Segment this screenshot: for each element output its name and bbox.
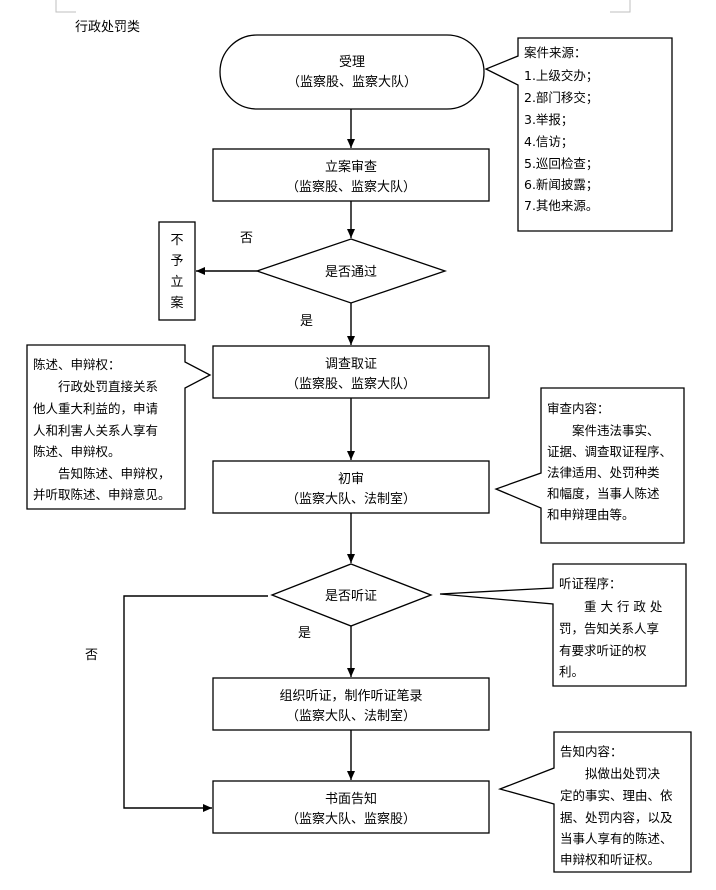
decision-pass-label: 是否通过 [325, 265, 377, 280]
edge-label-yes-hearing: 是 [298, 626, 311, 641]
node-register: 立案审查 （监察股、监察大队） [212, 148, 490, 202]
callout-case-source-line-6: 6.新闻披露； [524, 177, 598, 192]
callout-case-source-line-3: 3.举报； [524, 112, 573, 127]
callout-statement-line-0: 陈述、申辩权： [33, 357, 121, 372]
node-investigate: 调查取证 （监察股、监察大队） [212, 345, 490, 399]
callout-case-source-line-5: 5.巡回检查； [524, 156, 598, 171]
node-hearing: 组织听证，制作听证笔录 （监察大队、法制室） [212, 677, 490, 731]
callout-review-line-5: 和申辩理由等。 [547, 507, 635, 522]
callout-review-content: 审查内容： 案件违法事实、 证据、调查取证程序、 法律适用、处罚种类 和幅度，当… [494, 387, 685, 544]
node-notify-line2: （监察大队、监察股） [286, 812, 416, 827]
decision-hearing: 是否听证 [270, 563, 433, 627]
node-notify: 书面告知 （监察大队、监察股） [212, 780, 490, 834]
edge-label-no-pass: 否 [240, 231, 253, 246]
callout-case-source-line-4: 4.信访； [524, 134, 573, 149]
node-review-line2: （监察大队、法制室） [286, 491, 416, 507]
callout-notice-content: 告知内容： 拟做出处罚决 定的事实、理由、依 据、处罚内容，以及 当事人享有的陈… [497, 731, 692, 873]
node-accept-line2: （监察股、监察大队） [287, 75, 417, 90]
node-register-line2: （监察股、监察大队） [286, 180, 416, 195]
callout-case-source-line-1: 1.上级交办； [524, 68, 598, 83]
callout-notice-line-0: 告知内容： [560, 744, 623, 759]
node-review-line1: 初审 [338, 472, 364, 487]
callout-statement-line-2: 他人重大利益的，申请 [33, 401, 158, 416]
callout-review-line-4: 和幅度，当事人陈述 [547, 486, 660, 501]
callout-statement-line-6: 并听取陈述、申辩意见。 [33, 487, 171, 502]
callout-case-source-line-7: 7.其他来源。 [524, 198, 598, 213]
node-investigate-line2: （监察股、监察大队） [286, 377, 416, 392]
node-not-filed-char-0: 不 [170, 233, 183, 248]
node-review: 初审 （监察大队、法制室） [212, 460, 490, 514]
edge-label-yes-pass: 是 [300, 314, 313, 329]
callout-statement-line-1: 行政处罚直接关系 [33, 379, 158, 394]
page-title: 行政处罚类 [75, 20, 140, 35]
callout-review-line-3: 法律适用、处罚种类 [547, 465, 660, 480]
node-hearing-line1: 组织听证，制作听证笔录 [279, 688, 422, 704]
edge-hearing-no [123, 595, 268, 812]
decision-pass: 是否通过 [254, 238, 448, 304]
callout-review-line-0: 审查内容： [547, 401, 610, 416]
node-not-filed-char-2: 立 [170, 275, 183, 290]
node-accept-line1: 受理 [339, 55, 365, 70]
callout-hearing-line-4: 利。 [559, 664, 584, 679]
callout-hearing-procedure: 听证程序： 重 大 行 政 处 罚，告知关系人享 有要求听证的权 利。 [439, 563, 687, 687]
callout-notice-line-3: 据、处罚内容，以及 [560, 810, 673, 825]
callout-notice-line-4: 当事人享有的陈述、 [560, 831, 673, 846]
node-not-filed-char-1: 予 [170, 254, 183, 269]
decision-hearing-label: 是否听证 [325, 589, 377, 604]
node-register-line1: 立案审查 [325, 160, 377, 175]
callout-review-line-1: 案件违法事实、 [547, 423, 660, 438]
callout-hearing-line-3: 有要求听证的权 [559, 643, 647, 658]
callout-case-source: 案件来源： 1.上级交办； 2.部门移交； 3.举报； 4.信访； 5.巡回检查… [484, 37, 673, 232]
callout-statement-line-4: 陈述、申辩权。 [33, 444, 121, 459]
node-not-filed-char-3: 案 [170, 296, 183, 311]
callout-review-line-2: 证据、调查取证程序、 [547, 444, 672, 459]
node-accept: 受理 （监察股、监察大队） [219, 34, 485, 110]
callout-hearing-line-0: 听证程序： [559, 576, 622, 591]
edge-label-no-hearing: 否 [85, 648, 98, 663]
callout-statement-right: 陈述、申辩权： 行政处罚直接关系 他人重大利益的，申请 人和利害人关系人享有 陈… [26, 344, 212, 510]
node-hearing-line2: （监察大队、法制室） [286, 708, 416, 724]
callout-notice-line-5: 申辩权和听证权。 [560, 852, 660, 867]
callout-statement-line-5: 告知陈述、申辩权， [33, 466, 171, 481]
callout-hearing-line-2: 罚，告知关系人享 [559, 621, 659, 636]
callout-statement-line-3: 人和利害人关系人享有 [33, 423, 158, 438]
node-notify-line1: 书面告知 [325, 791, 377, 807]
callout-notice-line-2: 定的事实、理由、依 [560, 788, 673, 803]
page-corner-marks [55, 0, 631, 13]
callout-notice-line-1: 拟做出处罚决 [560, 766, 661, 781]
callout-hearing-line-1: 重 大 行 政 处 [559, 599, 663, 614]
node-investigate-line1: 调查取证 [325, 357, 377, 372]
node-not-filed: 不 予 立 案 [158, 221, 196, 321]
callout-case-source-line-0: 案件来源： [524, 45, 587, 60]
callout-case-source-line-2: 2.部门移交； [524, 90, 598, 105]
